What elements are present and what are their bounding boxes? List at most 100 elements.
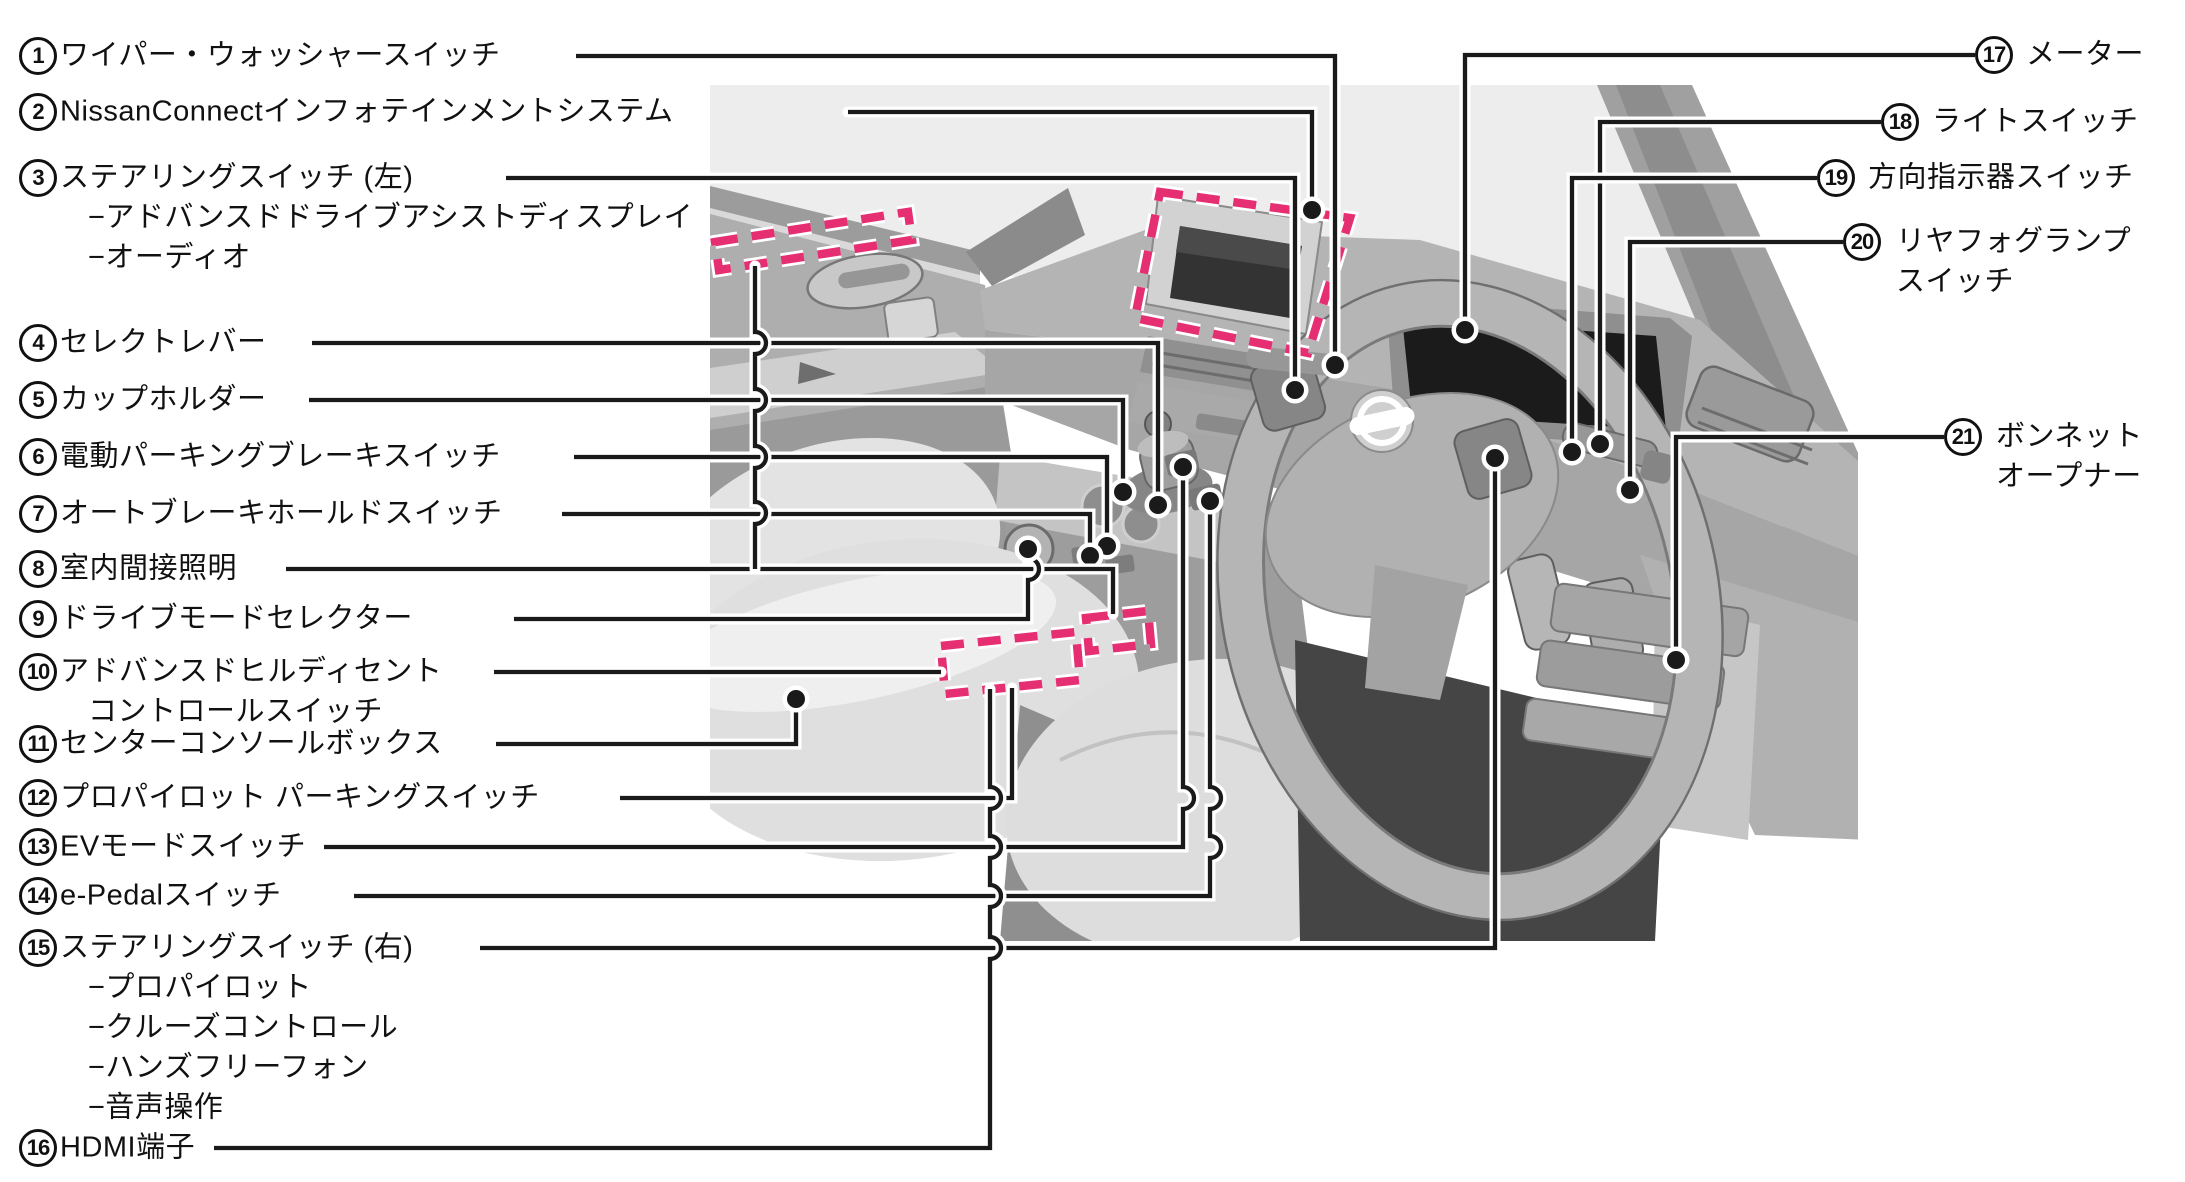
mirror-sail-panel	[966, 188, 1085, 286]
leader-line-2	[848, 109, 1315, 210]
leader-line-casing-19	[1566, 172, 1823, 458]
callout-number-10: 10	[19, 653, 57, 691]
callout-number-4: 4	[19, 324, 57, 362]
door-handle	[838, 263, 910, 289]
callout-number-17: 17	[1975, 36, 2013, 74]
leader-line-7	[562, 511, 1093, 555]
endpoint-dot-17	[1456, 321, 1474, 339]
callout-number-2: 2	[19, 93, 57, 131]
callout-label-5: カップホルダー	[60, 383, 267, 416]
callout-number-21: 21	[1944, 418, 1982, 456]
leader-line-15	[480, 460, 1498, 951]
callout-number-1: 1	[19, 37, 57, 75]
callout-number-19: 19	[1817, 159, 1855, 197]
endpoint-dot-20	[1621, 481, 1639, 499]
leader-line-casing-4	[306, 337, 1164, 511]
callout-number-8: 8	[19, 550, 57, 588]
endpoint-dot-7	[1081, 547, 1099, 565]
callout-sublabel-15-2: −クルーズコントロール	[88, 1011, 399, 1044]
leader-line-14	[354, 503, 1224, 899]
endpoint-dot-4	[1149, 496, 1167, 514]
leader-line-13	[324, 469, 1197, 850]
callout-label-2: NissanConnectインフォテインメントシステム	[60, 95, 674, 128]
callout-label-14: e-Pedalスイッチ	[60, 879, 282, 912]
callout-label-12: プロパイロット パーキングスイッチ	[60, 781, 540, 814]
callout-label-10: アドバンスドヒルディセント	[60, 655, 443, 688]
callout-sublabel-3-2: −オーディオ	[88, 241, 251, 274]
leader-line-21	[1673, 434, 1944, 660]
endpoint-dot-11	[787, 690, 805, 708]
callout-sublabel-10-1: コントロールスイッチ	[88, 695, 384, 728]
console-switch-panel-highlight	[936, 627, 1085, 699]
callout-sublabel-15-1: −プロパイロット	[88, 971, 312, 1004]
infotainment-display-glare	[1176, 226, 1302, 270]
leader-line-11	[496, 701, 799, 747]
callout-sublabel-21-1: オープナー	[1996, 460, 2142, 493]
endpoint-dot-21	[1667, 651, 1685, 669]
callout-label-15: ステアリングスイッチ (右)	[60, 931, 414, 964]
vent-slat	[1697, 420, 1809, 466]
callout-number-6: 6	[19, 438, 57, 476]
callout-number-11: 11	[19, 725, 57, 763]
callout-number-15: 15	[19, 929, 57, 967]
leader-line-5	[309, 397, 1126, 491]
callout-label-16: HDMI端子	[60, 1131, 196, 1164]
console-small-panel-highlight	[1081, 606, 1156, 656]
leader-line-16	[214, 689, 1004, 1151]
leader-line-4	[312, 340, 1161, 505]
endpoint-dot-9	[1019, 540, 1037, 558]
leader-line-8	[286, 566, 1116, 614]
door-trim-illumination-highlight	[710, 207, 917, 275]
steering-lower-spoke	[1365, 565, 1468, 700]
callout-number-18: 18	[1881, 103, 1919, 141]
callout-label-17: メーター	[2026, 38, 2145, 71]
endpoint-dot-1	[1326, 356, 1344, 374]
leader-line-casing-7	[556, 508, 1096, 561]
steering-wheel-rim-inner	[1262, 324, 1678, 876]
callout-label-13: EVモードスイッチ	[60, 830, 307, 863]
endpoint-dot-19	[1563, 443, 1581, 461]
endpoint-dot-18	[1591, 435, 1609, 453]
callout-sublabel-3-1: −アドバンスドドライブアシストディスプレイ	[88, 201, 694, 234]
leader-line-casing-21	[1670, 431, 1950, 666]
door-trim-illumination-highlight-casing	[707, 203, 920, 279]
callout-label-8: 室内間接照明	[60, 552, 238, 585]
callout-number-16: 16	[19, 1129, 57, 1167]
steering-wheel-rim	[1218, 281, 1722, 919]
callout-sublabel-15-4: −音声操作	[88, 1091, 224, 1124]
leader-line-6	[574, 454, 1110, 545]
endpoint-dot-5	[1114, 483, 1132, 501]
callout-label-6: 電動パーキングブレーキスイッチ	[60, 440, 501, 473]
callout-sublabel-15-3: −ハンズフリーフォン	[88, 1051, 369, 1084]
callout-number-12: 12	[19, 779, 57, 817]
vent-slat	[1701, 406, 1813, 452]
callout-number-7: 7	[19, 495, 57, 533]
endpoint-dot-2	[1303, 201, 1321, 219]
leader-line-casing-20	[1624, 236, 1849, 496]
tweeter-trim	[798, 362, 836, 384]
leader-line-20	[1627, 239, 1843, 490]
leader-line-1	[576, 53, 1338, 365]
callout-label-18: ライトスイッチ	[1932, 105, 2139, 138]
callout-label-20: リヤフォグランプ	[1896, 225, 2132, 258]
light-stalk-cap	[1640, 450, 1674, 484]
leader-line-12	[620, 688, 1015, 801]
nissan-badge-bar	[1349, 407, 1415, 435]
callout-label-11: センターコンソールボックス	[60, 727, 443, 760]
leader-line-18	[1597, 119, 1881, 444]
callout-number-14: 14	[19, 877, 57, 915]
leader-line-19	[1569, 175, 1817, 452]
leader-line-8	[752, 266, 769, 569]
callout-number-20: 20	[1843, 223, 1881, 261]
callout-label-3: ステアリングスイッチ (左)	[60, 161, 414, 194]
leader-line-9	[514, 550, 1042, 622]
leader-line-casing-6	[568, 451, 1113, 551]
endpoint-dot-13	[1174, 458, 1192, 476]
callout-number-3: 3	[19, 159, 57, 197]
callout-label-19: 方向指示器スイッチ	[1868, 161, 2134, 194]
callout-number-5: 5	[19, 381, 57, 419]
leader-line-casing-9	[508, 544, 1045, 625]
callout-number-9: 9	[19, 600, 57, 638]
